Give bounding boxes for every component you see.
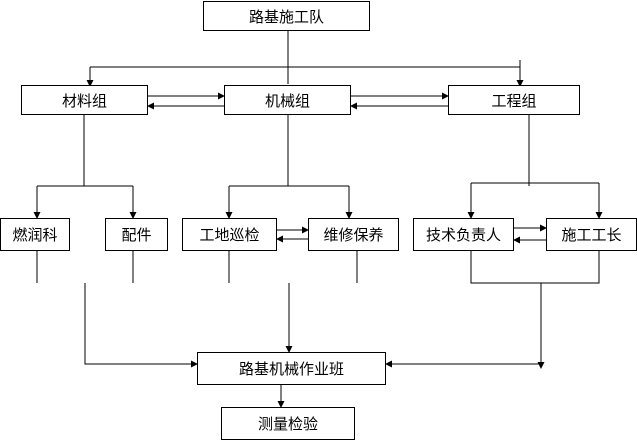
node-tech-lead: 技术负责人 bbox=[413, 218, 514, 251]
node-materials: 材料组 bbox=[21, 85, 148, 115]
node-crew: 路基机械作业班 bbox=[197, 352, 386, 385]
node-maintenance: 维修保养 bbox=[308, 218, 399, 251]
node-inspection: 工地巡检 bbox=[182, 218, 277, 251]
node-root: 路基施工队 bbox=[203, 1, 370, 31]
node-machinery: 机械组 bbox=[224, 85, 351, 115]
node-survey: 测量检验 bbox=[221, 407, 355, 440]
node-engineering: 工程组 bbox=[448, 85, 580, 115]
node-parts: 配件 bbox=[105, 218, 168, 251]
tech-lead-drop bbox=[470, 251, 600, 284]
node-foreman: 施工工长 bbox=[546, 218, 637, 251]
node-fuel: 燃润科 bbox=[0, 218, 70, 251]
left-feed-to-crew bbox=[84, 283, 198, 368]
